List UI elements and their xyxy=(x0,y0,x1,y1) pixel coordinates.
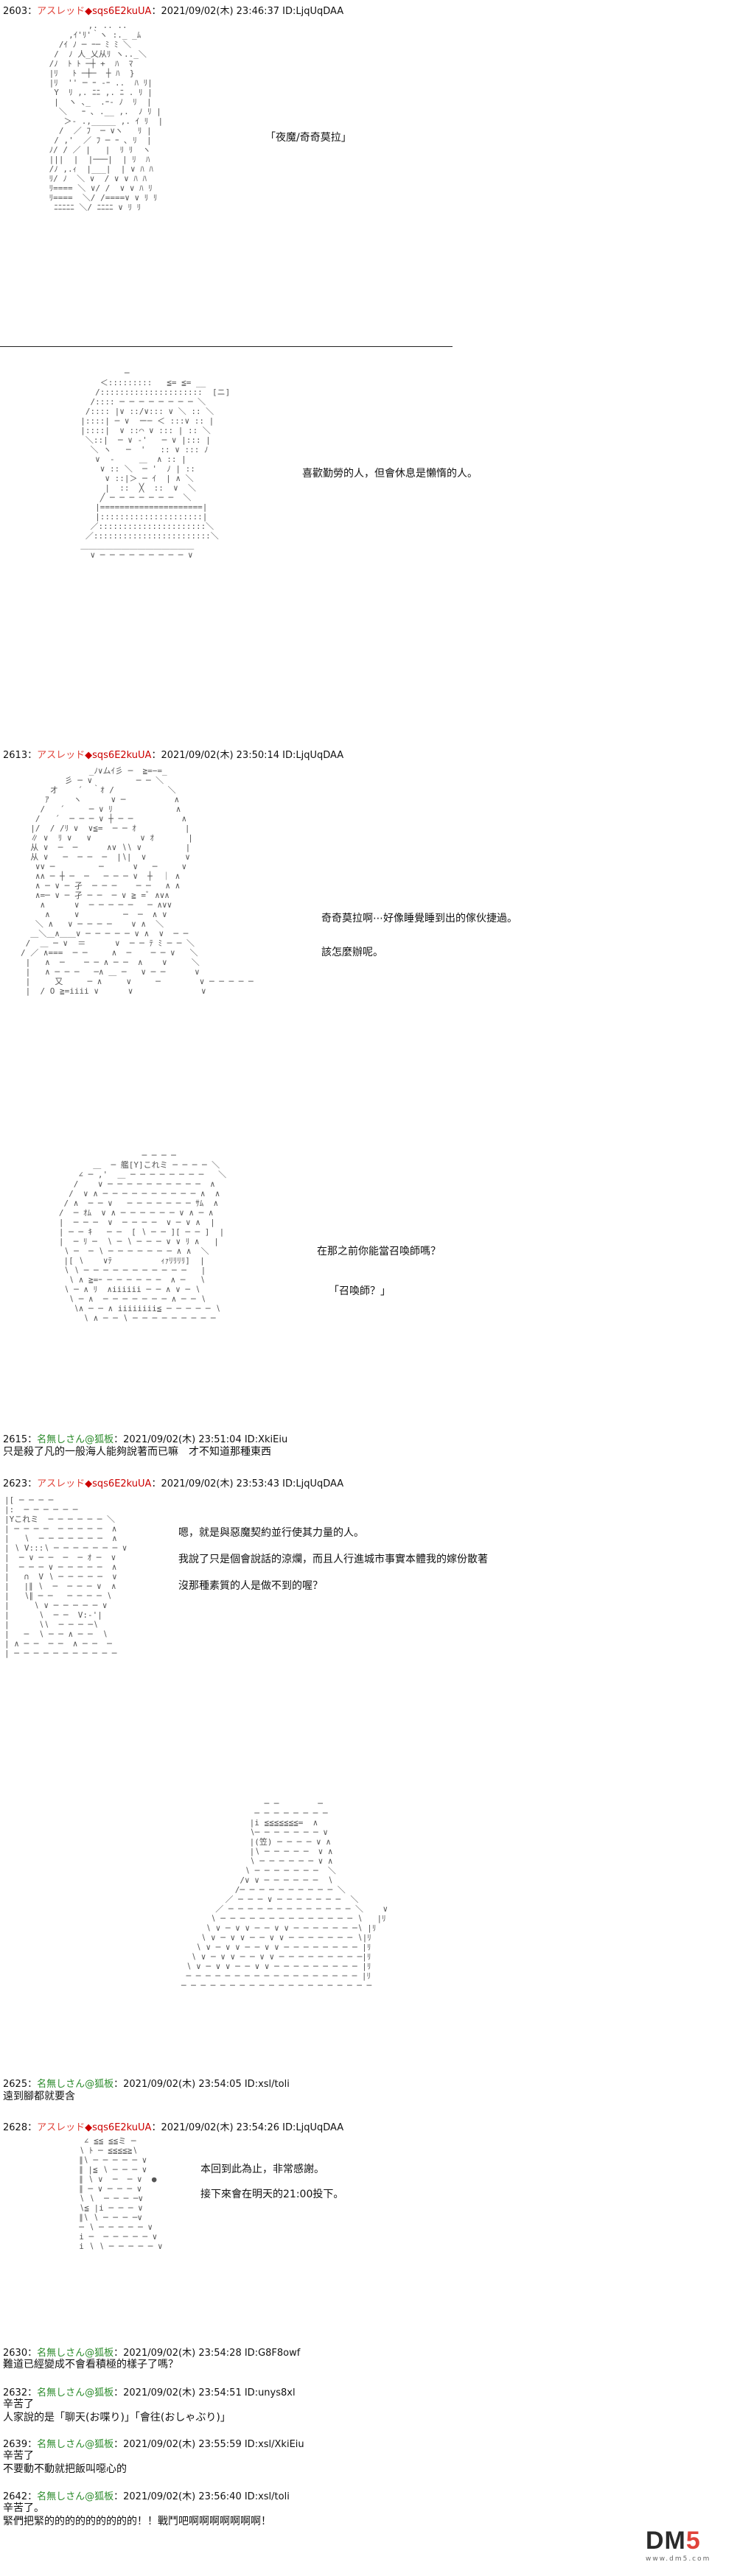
post-sep: ： xyxy=(27,2491,38,2502)
poster-name[interactable]: アスレッド xyxy=(37,2122,85,2133)
post-number: 2630 xyxy=(3,2348,28,2359)
logo-wordmark: DM5 xyxy=(646,2527,733,2555)
post-header: 2632：名無しさん@狐板：2021/09/02(木) 23:54:51 ID:… xyxy=(3,2384,296,2398)
post-number: 2642 xyxy=(3,2491,28,2502)
poster-trip: ◆sqs6E2kuUA xyxy=(85,2122,152,2133)
post-header: 2639：名無しさん@狐板：2021/09/02(木) 23:55:59 ID:… xyxy=(3,2436,304,2450)
poster-name[interactable]: アスレッド xyxy=(37,750,85,761)
post-meta: ：2021/09/02(木) 23:54:05 ID:xsl/toli xyxy=(113,2079,290,2090)
logo-number: 5 xyxy=(685,2527,701,2555)
speech-line: 「夜魔/奇奇莫拉」 xyxy=(265,132,352,144)
ascii-art-chibi: ∠ ≦≦ ≦≦ミ ─ ∖ ﾄ ─ ≦≦≦≦≧∖ ∥∖ ─ ─ ─ ─ ─ ∨ ∥… xyxy=(79,2136,163,2251)
post-meta: ：2021/09/02(木) 23:51:04 ID:XkiEiu xyxy=(113,1434,288,1445)
post-header: 2625：名無しさん@狐板：2021/09/02(木) 23:54:05 ID:… xyxy=(3,2076,290,2090)
post-meta: ：2021/09/02(木) 23:50:14 ID:LjqUqDAA xyxy=(151,750,344,761)
poster-name[interactable]: アスレッド xyxy=(37,6,85,17)
post-number: 2615 xyxy=(3,1434,28,1445)
post-body: 辛苦了 xyxy=(3,2398,34,2410)
post-meta: ：2021/09/02(木) 23:54:26 ID:LjqUqDAA xyxy=(151,2122,344,2133)
logo-url: www.dm5.com xyxy=(646,2555,711,2563)
speech-line: 本回到此為止，非常感謝。 xyxy=(200,2163,324,2175)
post-number: 2639 xyxy=(3,2439,28,2450)
post-sep: ： xyxy=(27,2122,38,2133)
post-sep: ： xyxy=(27,6,38,17)
poster-name[interactable]: 名無しさん@狐板 xyxy=(37,2079,114,2090)
post-body: 難道已經變成不會看積極的樣子了嗎？ xyxy=(3,2359,178,2370)
speech-line: 接下來會在明天的21:00投下。 xyxy=(200,2189,344,2200)
post-sep: ： xyxy=(27,1434,38,1445)
speech-line: 嗯，就是與惡魔契約並行使其力量的人。 xyxy=(178,1527,364,1539)
poster-trip: ◆sqs6E2kuUA xyxy=(85,750,152,761)
speech-line: 我說了只是個會說話的涼爛，而且人行進城市事實本體我的嫁份散著 xyxy=(178,1554,488,1565)
speech-line: 喜歡勤勞的人，但會休息是懶惰的人。 xyxy=(302,468,478,480)
post-sep: ： xyxy=(27,2439,38,2450)
logo-text: DM xyxy=(646,2527,686,2555)
post-sep: ： xyxy=(27,1478,38,1489)
poster-name[interactable]: アスレッド xyxy=(37,1478,85,1489)
ascii-art-character-5: |[ ─ ─ ─ ─ |: ─ ─ ─ ─ ─ ─ |Yこれミ ─ ─ ─ ─ … xyxy=(4,1495,128,1658)
post-header: 2603：アスレッド◆sqs6E2kuUA：2021/09/02(木) 23:4… xyxy=(3,3,343,17)
post-sep: ： xyxy=(27,2387,38,2398)
post-header: 2623：アスレッド◆sqs6E2kuUA：2021/09/02(木) 23:5… xyxy=(3,1475,343,1489)
ascii-art-girl-1: ,. .. .. ,ｲ'ﾘ'｀ヽ :._ _ﾑ /ｲ ﾉ ─ ｰ─ ﾐ ﾐ ＼ … xyxy=(49,21,164,212)
post-number: 2623 xyxy=(3,1478,28,1489)
post-header: 2613：アスレッド◆sqs6E2kuUA：2021/09/02(木) 23:5… xyxy=(3,747,343,761)
ascii-art-character-4: ─ ─ ─ ─ ＿ ─ 艦[Y]これミ ─ ─ ─ ─ ＼ ∠ ─ ,' ＿ ─… xyxy=(58,1151,227,1323)
poster-name[interactable]: 名無しさん@狐板 xyxy=(37,2348,114,2359)
post-number: 2625 xyxy=(3,2079,28,2090)
post-meta: ：2021/09/02(木) 23:46:37 ID:LjqUqDAA xyxy=(151,6,344,17)
post-body: 只是殺了凡的一般海人能夠說著而已嘛 才不知道那種東西 xyxy=(3,1446,271,1458)
post-body: 辛苦了。 xyxy=(3,2502,44,2514)
poster-name[interactable]: 名無しさん@狐板 xyxy=(37,1434,114,1445)
post-meta: ：2021/09/02(木) 23:53:43 ID:LjqUqDAA xyxy=(151,1478,344,1489)
poster-trip: ◆sqs6E2kuUA xyxy=(85,1478,152,1489)
ascii-art-girl-2: ─ ＜::::::::: ≦= ≦= __ /:::::::::::::::::… xyxy=(80,368,231,560)
speech-line: 「召喚師？」 xyxy=(329,1285,391,1297)
post-number: 2632 xyxy=(3,2387,28,2398)
post-number: 2603 xyxy=(3,6,28,17)
ascii-art-character-6: ─ ─ ─ ─ ─ ─ ─ ─ ─ ─ ─ |i ≦≦≦≦≦≦≦= ∧ ∖─ ─… xyxy=(181,1799,388,1990)
speech-line: 在那之前你能當召喚師嗎？ xyxy=(317,1246,441,1257)
poster-trip: ◆sqs6E2kuUA xyxy=(85,6,152,17)
post-meta: ：2021/09/02(木) 23:55:59 ID:xsl/XkiEiu xyxy=(113,2439,304,2450)
post-sep: ： xyxy=(27,2079,38,2090)
post-header: 2630：名無しさん@狐板：2021/09/02(木) 23:54:28 ID:… xyxy=(3,2345,300,2359)
post-body: 人家說的是「聊天(お喋り)」「會往(おしゃぶり)」 xyxy=(3,2412,231,2424)
post-body: 不要動不動就把飯叫噁心的 xyxy=(3,2463,127,2475)
divider-line xyxy=(0,346,453,347)
post-body: 緊們把緊的的的的的的的的的！！戰鬥吧啊啊啊啊啊啊啊！ xyxy=(3,2516,271,2527)
speech-line: 沒那種素質的人是做不到的喔？ xyxy=(178,1580,323,1592)
speech-line: 該怎麼辦呢。 xyxy=(321,947,383,958)
post-meta: ：2021/09/02(木) 23:56:40 ID:xsl/toli xyxy=(113,2491,290,2502)
post-meta: ：2021/09/02(木) 23:54:28 ID:G8F8owf xyxy=(113,2348,301,2359)
post-header: 2628：アスレッド◆sqs6E2kuUA：2021/09/02(木) 23:5… xyxy=(3,2119,343,2133)
speech-line: 奇奇莫拉啊⋯好像睡覺睡到出的傢伙捷過。 xyxy=(321,913,517,924)
post-meta: ：2021/09/02(木) 23:54:51 ID:unys8xl xyxy=(113,2387,296,2398)
poster-name[interactable]: 名無しさん@狐板 xyxy=(37,2439,114,2450)
post-sep: ： xyxy=(27,2348,38,2359)
post-body: 辛苦了 xyxy=(3,2450,34,2462)
ascii-art-character-3: _ﾉ∨ムｲ彡 ─ ≧=−=_ 彡 ─ ∨ ─ ─ ＼ オ ´ ｀ｵ / ＼ ｱ … xyxy=(21,766,254,996)
post-number: 2628 xyxy=(3,2122,28,2133)
post-sep: ： xyxy=(27,750,38,761)
post-header: 2615：名無しさん@狐板：2021/09/02(木) 23:51:04 ID:… xyxy=(3,1431,287,1445)
poster-name[interactable]: 名無しさん@狐板 xyxy=(37,2387,114,2398)
poster-name[interactable]: 名無しさん@狐板 xyxy=(37,2491,114,2502)
post-header: 2642：名無しさん@狐板：2021/09/02(木) 23:56:40 ID:… xyxy=(3,2488,290,2502)
post-body: 遠到腳都就要含 xyxy=(3,2091,75,2102)
site-logo: DM5 www.dm5.com xyxy=(646,2527,733,2572)
post-number: 2613 xyxy=(3,750,28,761)
